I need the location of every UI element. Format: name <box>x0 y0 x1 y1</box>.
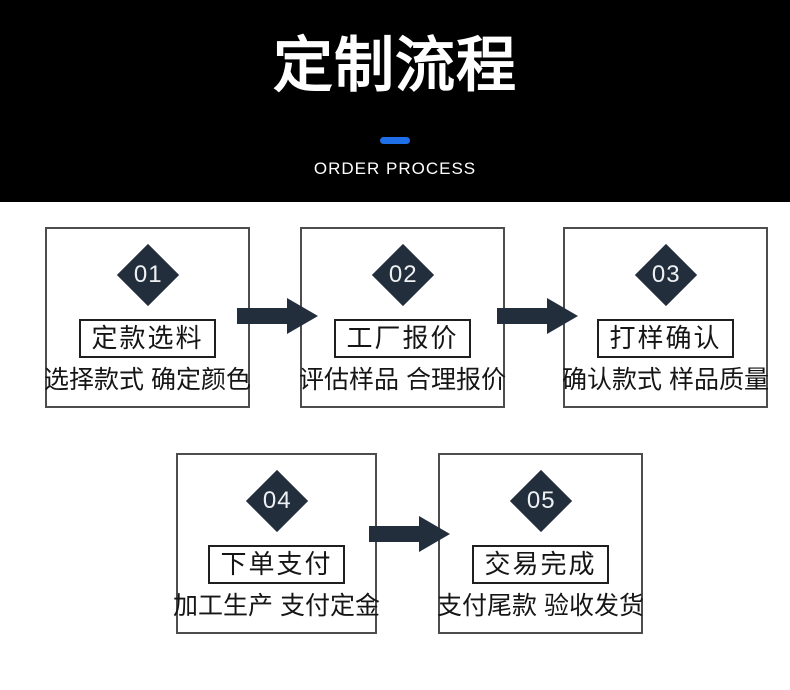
step-card-02: 02 工厂报价 评估样品 合理报价 <box>299 227 506 408</box>
step-title-box: 下单支付 <box>208 545 345 584</box>
step-description: 评估样品 合理报价 <box>299 365 506 394</box>
step-card-03: 03 打样确认 确认款式 样品质量 <box>562 227 769 408</box>
diamond-shape: 02 <box>371 243 434 307</box>
arrow-shaft <box>237 308 287 324</box>
arrow-head <box>287 298 318 334</box>
step-title: 下单支付 <box>220 549 333 579</box>
page-subtitle: ORDER PROCESS <box>313 159 477 178</box>
step-number-diamond-icon: 04 <box>245 469 308 533</box>
step-number: 04 <box>262 486 291 514</box>
diamond-shape: 03 <box>634 243 697 307</box>
page-title: 定制流程 <box>273 32 517 99</box>
step-number: 03 <box>651 260 680 288</box>
step-number-diamond-icon: 02 <box>371 243 434 307</box>
step-title-box: 定款选料 <box>79 319 216 358</box>
arrow-head <box>419 516 450 552</box>
accent-dash <box>380 137 410 144</box>
step-number-diamond-icon: 05 <box>509 469 572 533</box>
step-title-box: 打样确认 <box>597 319 734 358</box>
arrow-right-icon <box>237 298 318 334</box>
step-description: 支付尾款 验收发货 <box>437 591 644 620</box>
step-number: 02 <box>388 260 417 288</box>
step-title-box: 工厂报价 <box>334 319 471 358</box>
diamond-shape: 01 <box>116 243 179 307</box>
arrow-shaft <box>369 526 419 542</box>
flowchart: 01 定款选料 选择款式 确定颜色 02 工厂报价 评估样品 合理报价 03 <box>0 202 790 690</box>
step-card-01: 01 定款选料 选择款式 确定颜色 <box>44 227 251 408</box>
step-card-04: 04 下单支付 加工生产 支付定金 <box>173 453 380 634</box>
arrow-right-icon <box>369 516 450 552</box>
step-card-05: 05 交易完成 支付尾款 验收发货 <box>437 453 644 634</box>
header: 定制流程 ORDER PROCESS <box>0 0 790 202</box>
arrow-shaft <box>497 308 547 324</box>
step-title: 交易完成 <box>484 549 597 579</box>
step-title-box: 交易完成 <box>472 545 609 584</box>
step-description: 确认款式 样品质量 <box>562 365 769 394</box>
step-title: 定款选料 <box>91 323 204 353</box>
diamond-shape: 05 <box>509 469 572 533</box>
step-description: 选择款式 确定颜色 <box>44 365 251 394</box>
step-number: 01 <box>133 260 162 288</box>
arrow-head <box>547 298 578 334</box>
step-description: 加工生产 支付定金 <box>173 591 380 620</box>
step-number-diamond-icon: 03 <box>634 243 697 307</box>
step-number-diamond-icon: 01 <box>116 243 179 307</box>
arrow-right-icon <box>497 298 578 334</box>
step-title: 打样确认 <box>609 323 722 353</box>
step-title: 工厂报价 <box>346 323 459 353</box>
step-number: 05 <box>526 486 555 514</box>
diamond-shape: 04 <box>245 469 308 533</box>
